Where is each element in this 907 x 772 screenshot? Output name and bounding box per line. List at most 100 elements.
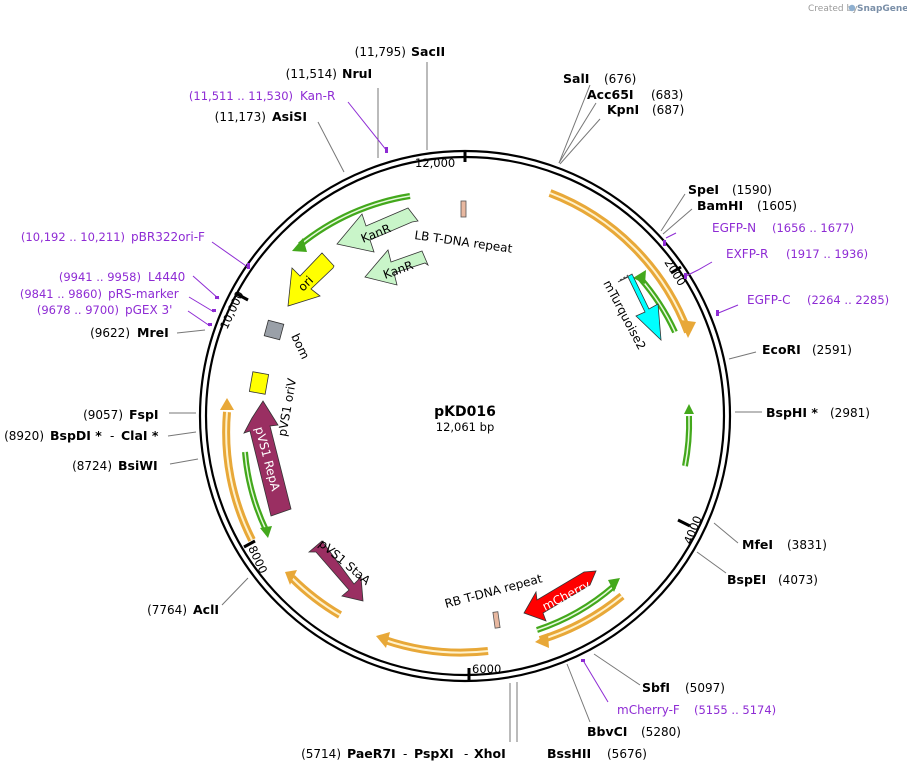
l4440-primer-mark <box>215 296 219 299</box>
paer7i-separator-2: - <box>464 747 468 761</box>
paer7i-position: (5714) <box>301 747 341 761</box>
bamhi-name: BamHI <box>697 198 743 213</box>
bbvci-position: (5280) <box>641 725 681 739</box>
green-arc-right-middle-core <box>684 415 690 467</box>
site-kpni: KpnI (687) <box>607 102 684 117</box>
oriv-label: pVS1 oriV <box>275 376 299 437</box>
asisi-name: AsiSI <box>272 109 307 124</box>
sali-name: SalI <box>563 71 589 86</box>
prs-marker-name: pRS-marker <box>108 287 179 301</box>
egfp-n-primer-mark <box>663 240 666 246</box>
site-sali: SalI (676) <box>563 71 636 86</box>
tick-mark-8000 <box>243 539 256 549</box>
primer-l4440: (9941 .. 9958) L4440 <box>59 270 185 284</box>
rb-tdna-repeat-box <box>492 611 501 629</box>
l4440-range: (9941 .. 9958) <box>59 270 141 284</box>
mcherry-f-range: (5155 .. 5174) <box>694 703 776 717</box>
bom-label: bom <box>288 331 312 361</box>
tick-label-6000: 6000 <box>472 662 501 676</box>
orange-arc-top-right-core <box>549 192 689 333</box>
site-acc65i: Acc65I (683) <box>587 87 683 102</box>
green-arc-left-head <box>260 526 272 538</box>
orange-arc-left-core <box>225 411 253 541</box>
site-sacii: (11,795) SacII <box>355 44 446 59</box>
plasmid-name: pKD016 <box>434 404 496 420</box>
bspdi-name: BspDI * <box>50 428 102 443</box>
feature-kanr-2: KanR <box>364 249 429 286</box>
credit-prefix: Created by <box>808 4 858 14</box>
mrei-position: (9622) <box>90 326 130 340</box>
asisi-position: (11,173) <box>215 110 266 124</box>
egfp-n-name: EGFP-N <box>712 221 756 235</box>
bsiwi-position: (8724) <box>72 459 112 473</box>
site-spei: SpeI (1590) <box>688 182 772 197</box>
feature-mturquoise2: mTurquoise2 <box>600 273 662 352</box>
egfp-n-range: (1656 .. 1677) <box>772 221 854 235</box>
primer-marks <box>208 147 719 662</box>
site-nrui: (11,514) NruI <box>286 66 373 81</box>
pspxi-name: PspXI <box>414 746 454 761</box>
orange-arc-mcherry-head <box>535 633 549 648</box>
site-acli: (7764) AclI <box>147 602 219 617</box>
egfp-c-name: EGFP-C <box>747 293 790 307</box>
orange-arc-lower-left-core <box>291 577 341 616</box>
primer-kan-r: (11,511 .. 11,530) Kan-R <box>189 89 335 103</box>
ecori-position: (2591) <box>812 343 852 357</box>
sbfi-position: (5097) <box>685 681 725 695</box>
prs-marker-range: (9841 .. 9860) <box>20 287 102 301</box>
exfp-r-name: EXFP-R <box>726 247 768 261</box>
tick-label-12000: 12,000 <box>415 156 455 170</box>
primer-egfp-c: EGFP-C (2264 .. 2285) <box>747 293 889 307</box>
bbvci-name: BbvCI <box>587 724 627 739</box>
kan-r-range: (11,511 .. 11,530) <box>189 89 293 103</box>
green-arc-right-upper-head <box>633 270 646 284</box>
green-arc-left-core <box>244 451 267 531</box>
acli-name: AclI <box>193 602 219 617</box>
credit-brand: SnapGene <box>857 4 907 14</box>
xhoi-name: XhoI <box>474 746 506 761</box>
site-bbvci: BbvCI (5280) <box>587 724 681 739</box>
site-leader-lines <box>167 62 762 742</box>
kan-r-name: Kan-R <box>300 89 335 103</box>
feature-ori: ori <box>287 252 335 307</box>
exfp-r-range: (1917 .. 1936) <box>786 247 868 261</box>
sali-position: (676) <box>604 72 636 86</box>
mfei-position: (3831) <box>787 538 827 552</box>
green-arc-top-core <box>299 195 411 246</box>
orange-arc-bottom-head <box>376 632 390 648</box>
l4440-name: L4440 <box>148 270 185 284</box>
site-paer7i-pspxi-xhoi: (5714) PaeR7I - PspXI - XhoI <box>301 746 506 761</box>
ori-arrow <box>287 252 335 307</box>
orange-feature-arcs <box>220 189 696 657</box>
primer-prs-marker: (9841 .. 9860) pRS-marker <box>20 287 179 301</box>
bsiwi-name: BsiWI <box>118 458 158 473</box>
lb-tdna-repeat-box <box>460 200 467 218</box>
ecori-name: EcoRI <box>762 342 801 357</box>
primer-leader-lines <box>187 101 739 703</box>
site-bsphi: BspHI * (2981) <box>766 405 870 420</box>
bspei-position: (4073) <box>778 573 818 587</box>
lb-tdna-repeat-label: LB T-DNA repeat <box>414 228 514 256</box>
bsphi-name: BspHI * <box>766 405 818 420</box>
mcherry-f-name: mCherry-F <box>617 703 680 717</box>
mrei-name: MreI <box>137 325 169 340</box>
mfei-name: MfeI <box>742 537 773 552</box>
green-arc-right-middle-head <box>684 404 694 414</box>
tick-mark-2000 <box>670 265 682 275</box>
egfp-c-primer-mark <box>716 310 719 316</box>
site-bsiwi: (8724) BsiWI <box>72 458 158 473</box>
kpni-position: (687) <box>652 103 684 117</box>
pgex-3-range: (9678 .. 9700) <box>37 303 119 317</box>
primer-exfp-r: EXFP-R (1917 .. 1936) <box>726 247 868 261</box>
feature-rb-tdna: RB T-DNA repeat <box>443 571 544 629</box>
bom-box <box>263 319 285 341</box>
site-asisi: (11,173) AsiSI <box>215 109 307 124</box>
sacii-position: (11,795) <box>355 45 406 59</box>
spei-name: SpeI <box>688 182 719 197</box>
bsshii-name: BssHII <box>547 746 591 761</box>
acli-position: (7764) <box>147 603 187 617</box>
bamhi-position: (1605) <box>757 199 797 213</box>
acc65i-name: Acc65I <box>587 87 634 102</box>
orange-arc-left-head <box>220 398 234 410</box>
